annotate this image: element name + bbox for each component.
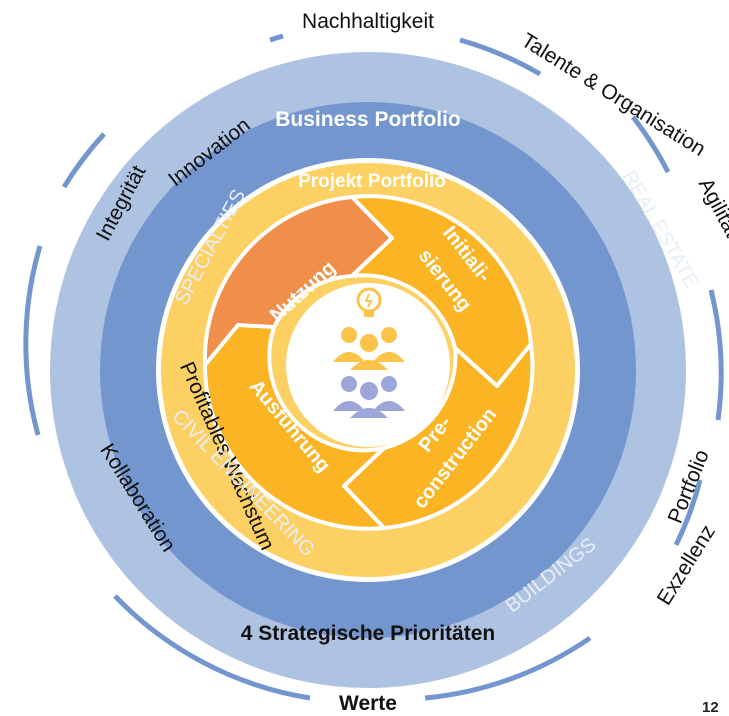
phase-initialisierung bbox=[350, 194, 533, 388]
value-agilitaet: Agilität bbox=[694, 175, 729, 242]
phase-preconstruction bbox=[342, 342, 535, 530]
team-idea-icon bbox=[333, 287, 405, 418]
value-werte: Werte bbox=[339, 692, 397, 715]
value-nachhaltigkeit: Nachhaltigkeit bbox=[302, 10, 434, 33]
value-exzellenz: Exzellenz bbox=[653, 521, 720, 609]
project-portfolio-title: Projekt Portfolio bbox=[298, 171, 446, 192]
strategic-priorities-label: 4 Strategische Prioritäten bbox=[241, 622, 495, 645]
outer-arcs bbox=[23, 33, 724, 701]
phase-ausfuehrung bbox=[202, 323, 386, 531]
phase-nutzung bbox=[202, 195, 394, 367]
phase-cycle bbox=[202, 194, 535, 531]
page-number: 12 bbox=[702, 699, 719, 716]
business-portfolio-title: Business Portfolio bbox=[275, 108, 461, 131]
